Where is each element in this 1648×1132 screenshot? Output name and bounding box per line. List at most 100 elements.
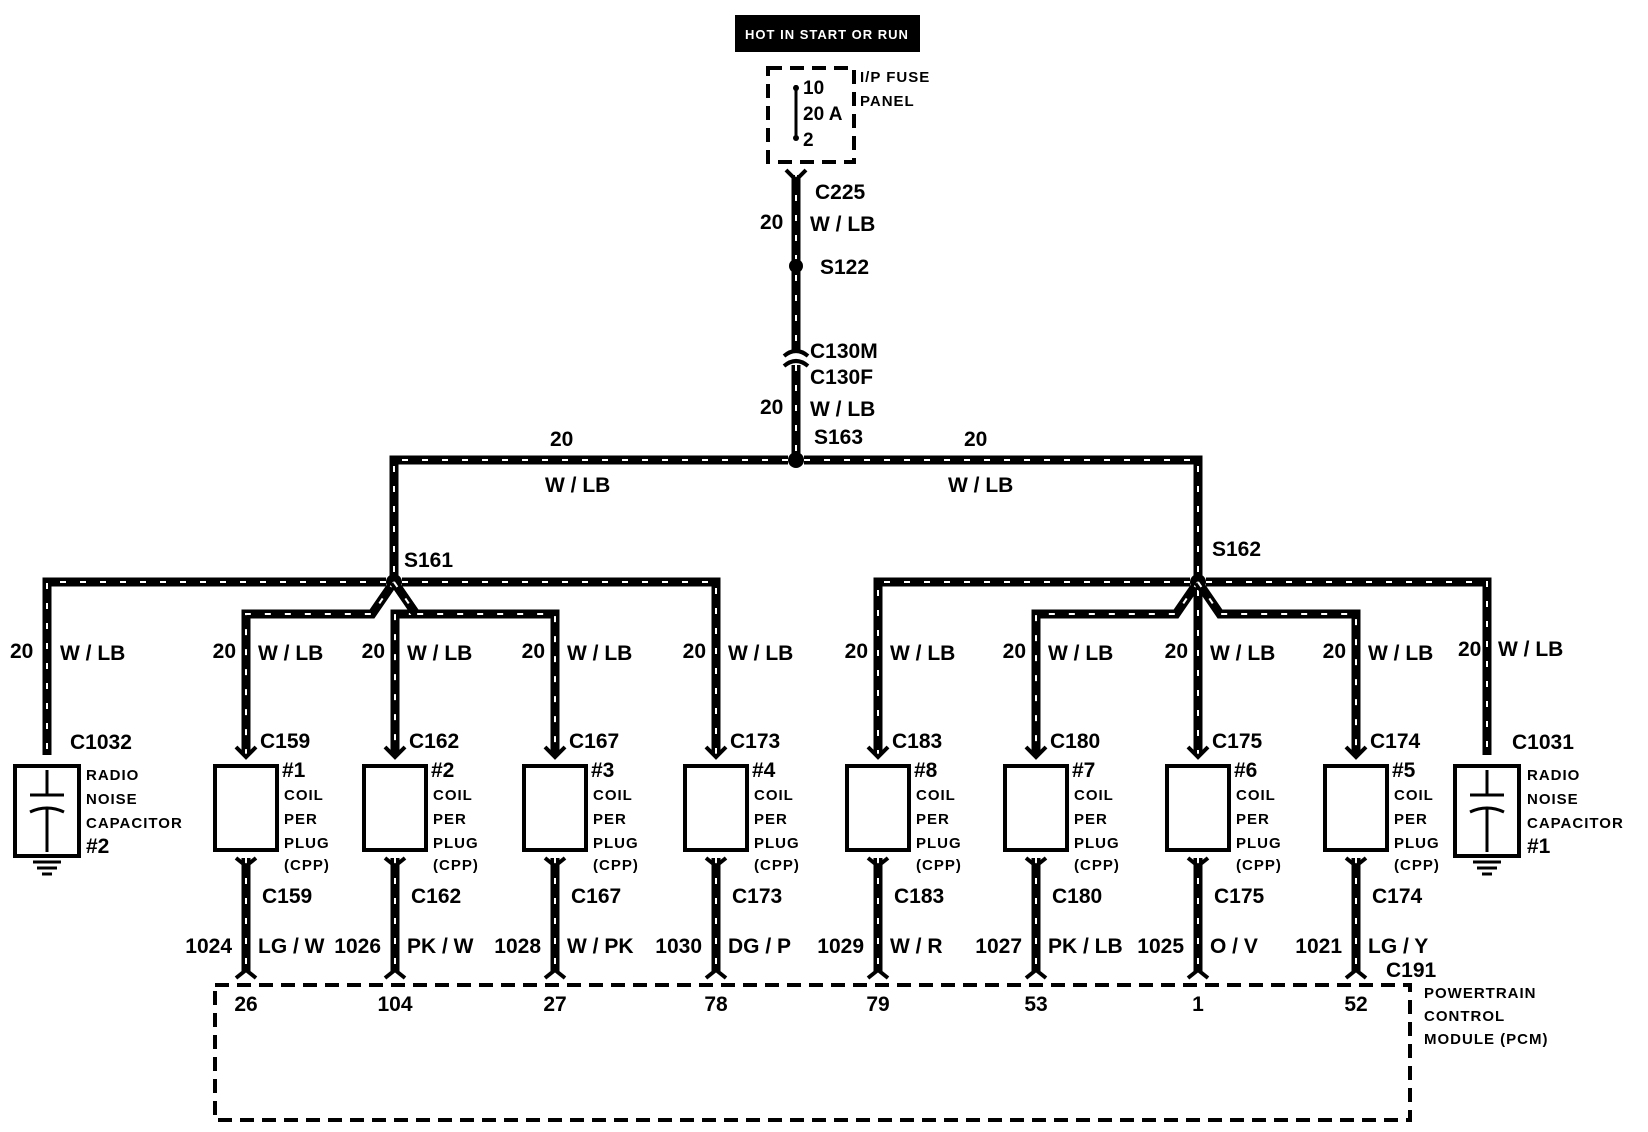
coil-5-connector-bottom: C174 (1372, 885, 1423, 908)
coil-1-drop-wire (241, 579, 398, 755)
pcm-pin-symbol (1186, 967, 1210, 980)
coil-8-out-color: W / R (890, 935, 943, 958)
coil-1-connector-bottom: C159 (262, 885, 312, 908)
pcm-pin-symbol (1344, 967, 1368, 980)
coil-4-drop-wire (402, 577, 721, 755)
coil-3-connector-bottom: C167 (571, 885, 621, 908)
coil-4-text-4: (CPP) (754, 857, 800, 874)
coil-1-circuit: 1024 (185, 935, 232, 958)
coil-6-text-1: COIL (1236, 787, 1276, 804)
coil-4-number: #4 (752, 759, 776, 782)
fuse-number: 10 (803, 78, 824, 99)
coil-2-wire-color: W / LB (407, 642, 472, 665)
connector-symbol (1344, 745, 1368, 760)
coil-6-wire-color: W / LB (1210, 642, 1275, 665)
fuse-panel-label-1: I/P FUSE (860, 69, 930, 86)
pcm-pin-symbol (704, 967, 728, 980)
connector-c225-label: C225 (815, 181, 866, 204)
coil-3-number: #3 (591, 759, 614, 782)
left-branch-color: W / LB (545, 474, 610, 497)
capacitor-2-line1: RADIO (86, 767, 139, 784)
capacitor-2-symbol (29, 770, 65, 852)
connector-c130m-label: C130M (810, 340, 878, 363)
coil-2-text-1: COIL (433, 787, 473, 804)
splice-s162-label: S162 (1212, 538, 1261, 561)
capacitor-1-line1: RADIO (1527, 767, 1580, 784)
capacitor-1-line3: CAPACITOR (1527, 815, 1624, 832)
fuse-panel-label-2: PANEL (860, 93, 915, 110)
capacitor-2-color: W / LB (60, 642, 125, 665)
capacitor-2-number: #2 (86, 835, 109, 858)
connector-symbol (234, 745, 258, 760)
coil-7-out-color: PK / LB (1048, 935, 1123, 958)
main-gauge-1: 20 (760, 211, 783, 234)
pcm-pin-symbol (543, 967, 567, 980)
coil-5-wire-color: W / LB (1368, 642, 1433, 665)
coil-5-text-4: (CPP) (1394, 857, 1440, 874)
coil-1-pcm-pin: 26 (234, 993, 257, 1016)
coil-5-out-color: LG / Y (1368, 935, 1428, 958)
drop-wires (42, 577, 1492, 755)
coil-2-box (362, 764, 428, 852)
coil-7-connector-top: C180 (1050, 730, 1100, 753)
coil-4-out-color: DG / P (728, 935, 791, 958)
coil-6-number: #6 (1234, 759, 1257, 782)
coil-1-text-2: PER (284, 811, 318, 828)
coil-2-connector-top: C162 (409, 730, 459, 753)
connector-symbol (234, 856, 258, 869)
coil-8-text-2: PER (916, 811, 950, 828)
capacitor-1-drop-wire (1206, 577, 1492, 755)
coil-2-text-3: PLUG (433, 835, 479, 852)
splice-s163 (788, 452, 804, 468)
capacitor-2-line2: NOISE (86, 791, 138, 808)
coil-3-connector-top: C167 (569, 730, 619, 753)
coil-5-number: #5 (1392, 759, 1416, 782)
connector-symbol (1024, 745, 1048, 760)
coil-1-box (213, 764, 279, 852)
capacitor-2-drop-wire (42, 577, 386, 755)
coil-8-connector-top: C183 (892, 730, 942, 753)
left-branch-gauge: 20 (550, 428, 573, 451)
coil-5-text-1: COIL (1394, 787, 1434, 804)
coil-8-text-3: PLUG (916, 835, 962, 852)
coil-2-connector-bottom: C162 (411, 885, 461, 908)
capacitor-2: C1032 20 W / LB RADIO NOISE CAPACITOR #2 (10, 640, 182, 876)
coil-6-connector-top: C175 (1212, 730, 1263, 753)
splice-s122-label: S122 (820, 256, 869, 279)
coil-1-gauge: 20 (213, 640, 236, 663)
coil-1-text-3: PLUG (284, 835, 330, 852)
connector-symbol (543, 856, 567, 869)
pcm-label-2: CONTROL (1424, 1008, 1505, 1025)
coil-7-gauge: 20 (1003, 640, 1026, 663)
coil-5-text-3: PLUG (1394, 835, 1440, 852)
coil-7-box (1003, 764, 1069, 852)
coil-4-text-1: COIL (754, 787, 794, 804)
coil-1-out-color: LG / W (258, 935, 325, 958)
pcm-pin-symbol (234, 967, 258, 980)
coil-6-text-3: PLUG (1236, 835, 1282, 852)
coil-4-circuit: 1030 (655, 935, 702, 958)
coil-6-box (1165, 764, 1231, 852)
coil-5-circuit: 1021 (1295, 935, 1342, 958)
coil-5-connector-top: C174 (1370, 730, 1421, 753)
coil-3-text-1: COIL (593, 787, 633, 804)
coil-4-connector-top: C173 (730, 730, 780, 753)
pcm-connector-label: C191 (1386, 959, 1437, 982)
connector-symbol (1344, 856, 1368, 869)
coil-5-text-2: PER (1394, 811, 1428, 828)
coil-3-drop-wire (390, 579, 560, 755)
pcm-label-3: MODULE (PCM) (1424, 1031, 1549, 1048)
coil-1-connector-top: C159 (260, 730, 310, 753)
coil-4-gauge: 20 (683, 640, 706, 663)
coil-2-gauge: 20 (362, 640, 385, 663)
connector-symbol (543, 745, 567, 760)
ground-icon (1473, 860, 1501, 876)
coil-1-text-1: COIL (284, 787, 324, 804)
ground-icon (33, 860, 61, 876)
coil-4-text-3: PLUG (754, 835, 800, 852)
